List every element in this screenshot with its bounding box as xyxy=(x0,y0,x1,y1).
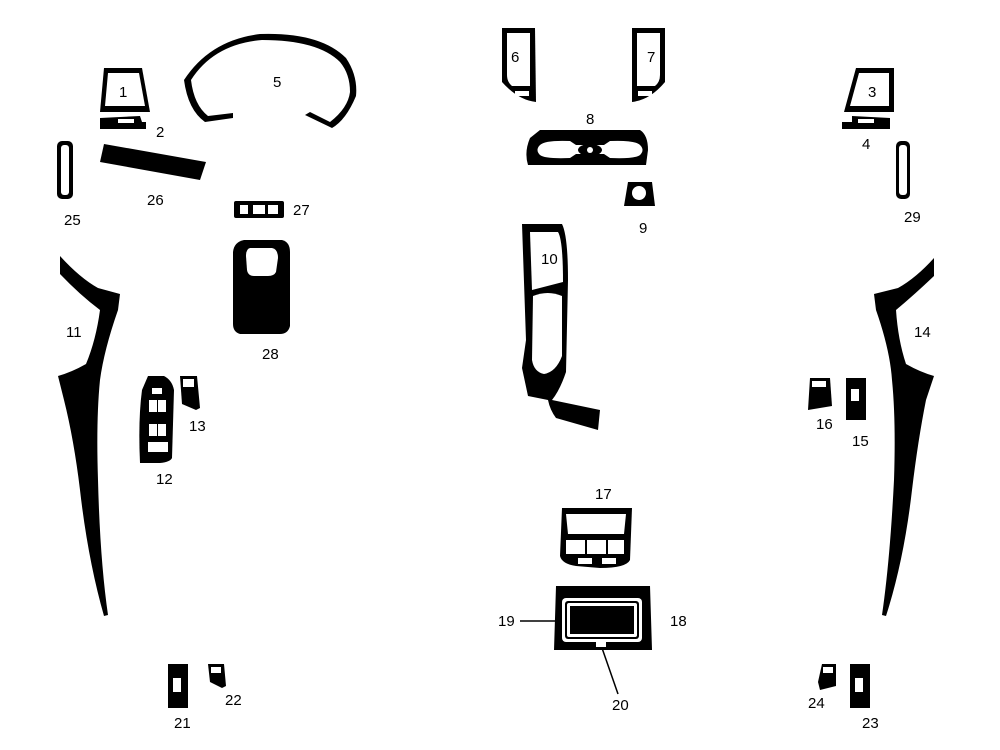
part-12-label: 12 xyxy=(156,471,173,488)
part-4: 4 xyxy=(842,116,890,153)
part-2-label: 2 xyxy=(156,124,164,141)
part-7: 7 xyxy=(632,28,665,102)
part-10: 10 xyxy=(522,224,600,430)
part-25-label: 25 xyxy=(64,212,81,229)
part-13: 13 xyxy=(180,376,206,435)
part-19: 19 xyxy=(498,601,639,639)
part-20-label: 20 xyxy=(612,697,629,714)
part-15-label: 15 xyxy=(852,433,869,450)
part-24-label: 24 xyxy=(808,695,825,712)
part-6-label: 6 xyxy=(511,49,519,66)
part-22-label: 22 xyxy=(225,692,242,709)
part-17-label: 17 xyxy=(595,486,612,503)
part-21: 21 xyxy=(168,664,191,732)
part-1-label: 1 xyxy=(119,84,127,101)
part-5: 5 xyxy=(184,33,357,128)
part-17: 17 xyxy=(560,486,632,568)
part-11: 11 xyxy=(58,256,120,616)
part-21-label: 21 xyxy=(174,715,191,732)
part-29-label: 29 xyxy=(904,209,921,226)
part-16-label: 16 xyxy=(816,416,833,433)
part-9-label: 9 xyxy=(639,220,647,237)
part-25: 25 xyxy=(57,141,81,229)
part-24: 24 xyxy=(808,664,836,712)
part-14: 14 xyxy=(874,258,934,616)
part-26-label: 26 xyxy=(147,192,164,209)
part-22: 22 xyxy=(208,664,242,709)
part-28: 28 xyxy=(233,240,290,363)
part-5-label: 5 xyxy=(273,74,281,91)
part-7-label: 7 xyxy=(647,49,655,66)
part-8: 8 xyxy=(526,111,648,165)
part-23-label: 23 xyxy=(862,715,879,732)
part-2: 2 xyxy=(100,116,164,141)
part-27-label: 27 xyxy=(293,202,310,219)
part-1: 1 xyxy=(100,68,150,112)
part-29: 29 xyxy=(896,141,921,226)
part-18-label: 18 xyxy=(670,613,687,630)
part-12: 12 xyxy=(139,376,174,488)
part-16: 16 xyxy=(808,378,833,433)
part-28-label: 28 xyxy=(262,346,279,363)
part-8-label: 8 xyxy=(586,111,594,128)
part-15: 15 xyxy=(846,378,869,450)
part-14-label: 14 xyxy=(914,324,931,341)
part-6: 6 xyxy=(502,28,536,102)
part-3: 3 xyxy=(844,68,894,112)
part-26: 26 xyxy=(100,144,206,209)
part-4-label: 4 xyxy=(862,136,870,153)
part-3-label: 3 xyxy=(868,84,876,101)
part-10-label: 10 xyxy=(541,251,558,268)
part-23: 23 xyxy=(850,664,879,732)
part-13-label: 13 xyxy=(189,418,206,435)
part-27: 27 xyxy=(234,201,310,219)
part-20: 20 xyxy=(596,642,629,714)
part-9: 9 xyxy=(624,182,655,237)
part-11-label: 11 xyxy=(66,324,82,341)
part-19-label: 19 xyxy=(498,613,515,630)
